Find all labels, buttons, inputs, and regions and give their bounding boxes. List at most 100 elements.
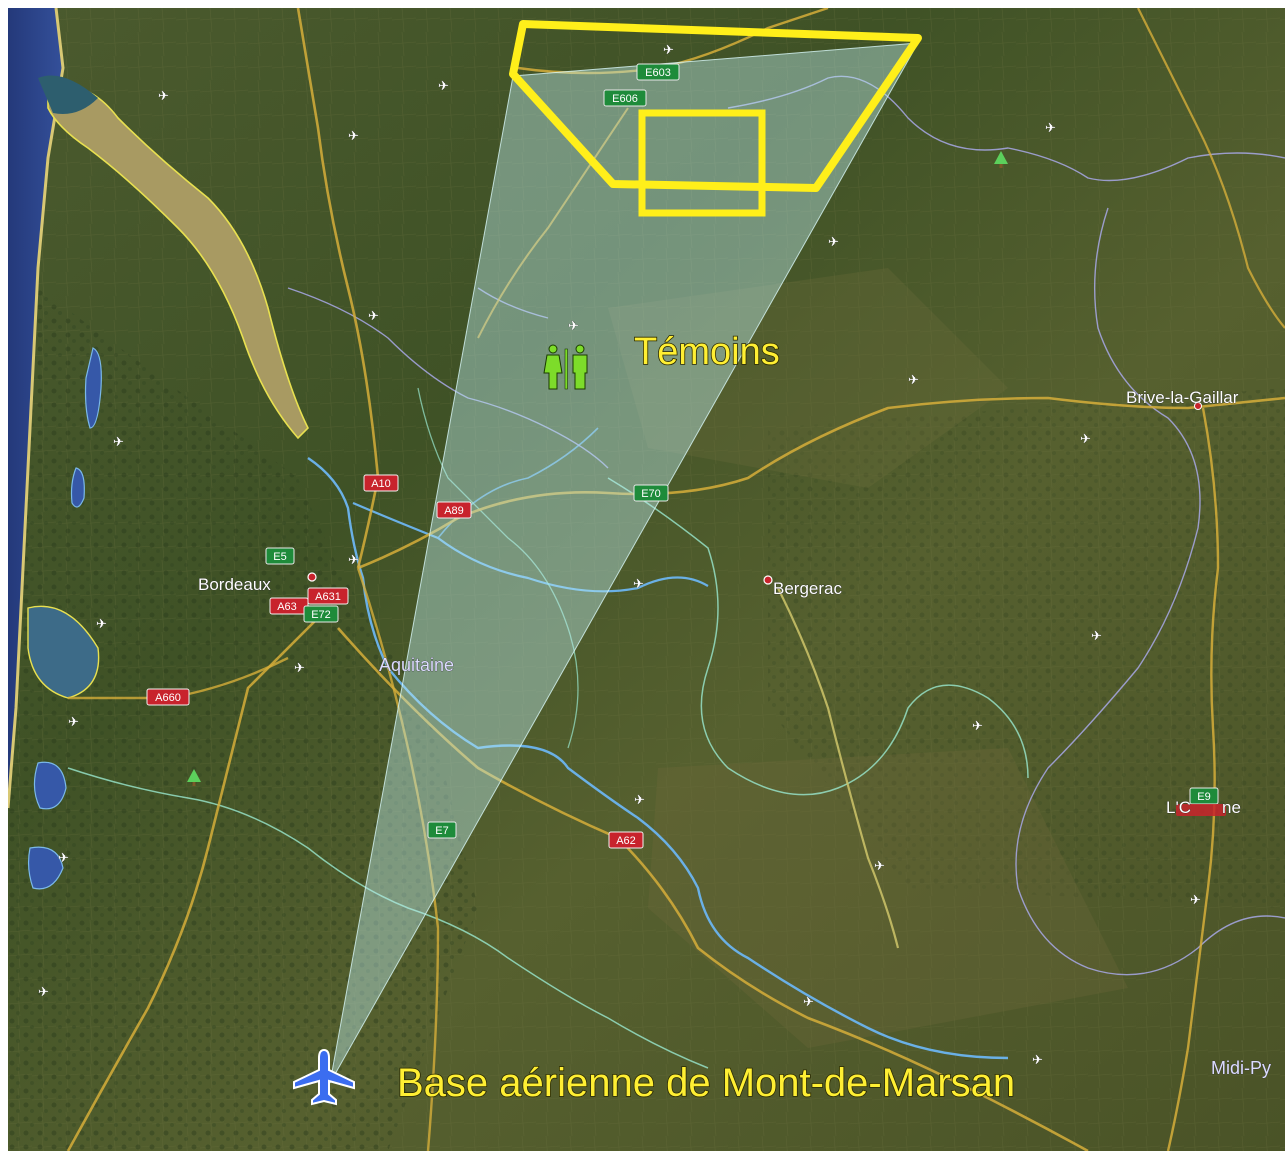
- road-shield-hidden-red: [1176, 804, 1226, 816]
- small-plane-icon[interactable]: ✈: [1091, 629, 1102, 644]
- dordogne-forest: [768, 388, 1285, 908]
- small-plane-icon[interactable]: ✈: [58, 851, 69, 866]
- base-label[interactable]: Base aérienne de Mont-de-Marsan: [396, 1060, 1016, 1106]
- region-label-aquitaine: Aquitaine: [379, 655, 454, 675]
- arcachon-basin: [27, 605, 100, 699]
- region-boundary-east: [1015, 207, 1285, 976]
- road-shield-label: E5: [273, 551, 286, 563]
- lake-parentis: [27, 846, 64, 890]
- dordogne-river: [352, 501, 709, 593]
- bergerac-city-dot[interactable]: [763, 575, 773, 585]
- small-plane-icon[interactable]: ✈: [158, 89, 169, 104]
- road-shield-e603[interactable]: E603: [636, 63, 680, 81]
- search-zone-inner[interactable]: [638, 109, 766, 217]
- small-plane-icon[interactable]: ✈: [96, 617, 107, 632]
- road-bergerac: [777, 587, 900, 949]
- small-plane-icon[interactable]: ✈: [68, 715, 79, 730]
- road-e603: [517, 8, 829, 75]
- department-boundary-gironde: [417, 387, 579, 749]
- small-plane-icon[interactable]: ✈: [663, 43, 674, 58]
- region-label-midi-pyrenees: Midi-Py: [1211, 1058, 1271, 1078]
- lake-cazaux: [33, 761, 67, 810]
- tree-icon[interactable]: [994, 151, 1008, 168]
- road-e7: [356, 567, 440, 1151]
- sighting-cone: [329, 42, 919, 1084]
- small-plane-icon[interactable]: ✈: [908, 373, 919, 388]
- road-shield-label: A63: [277, 601, 297, 613]
- small-plane-icon[interactable]: ✈: [1045, 121, 1056, 136]
- search-zone-outer[interactable]: [509, 20, 922, 192]
- road-shield-a10[interactable]: A10: [363, 474, 399, 492]
- road-shield-a631[interactable]: A631: [307, 587, 349, 605]
- road-a63-e5: [66, 607, 329, 1151]
- small-plane-icon[interactable]: ✈: [113, 435, 124, 450]
- road-shield-label: A62: [616, 835, 636, 847]
- witness-label[interactable]: Témoins: [633, 330, 780, 374]
- road-shield-label: E9: [1197, 791, 1210, 803]
- road-shield-a660[interactable]: A660: [146, 688, 190, 706]
- small-plane-icon[interactable]: ✈: [38, 985, 49, 1000]
- agricultural-area: [608, 268, 1008, 488]
- road-shield-label: A660: [155, 692, 181, 704]
- small-plane-icon[interactable]: ✈: [803, 995, 814, 1010]
- road-e606: [477, 107, 629, 339]
- road-shield-label: E603: [645, 67, 671, 79]
- road-shield-label: E606: [612, 93, 638, 105]
- road-shield-label: A631: [315, 591, 341, 603]
- small-plane-icon[interactable]: ✈: [1080, 432, 1091, 447]
- road-shield-label: A89: [444, 505, 464, 517]
- garonne-river: [307, 457, 1009, 1060]
- small-plane-icon[interactable]: ✈: [294, 661, 305, 676]
- department-boundary-dordogne: [607, 477, 1029, 796]
- road-shield-a62[interactable]: A62: [608, 831, 644, 849]
- small-plane-icon[interactable]: ✈: [368, 309, 379, 324]
- city-label-lazarche[interactable]: L'C: [1166, 798, 1192, 818]
- airfield-markers: ✈ ✈ ✈ ✈ ✈ ✈ ✈ ✈ ✈ ✈ ✈ ✈ ✈ ✈ ✈ ✈ ✈ ✈ ✈ ✈ …: [38, 43, 1201, 1068]
- road-shield-a89[interactable]: A89: [436, 501, 472, 519]
- brive-city-dot[interactable]: [1194, 402, 1202, 410]
- landes-forest: [8, 288, 478, 1151]
- road-shield-e606[interactable]: E606: [603, 89, 647, 107]
- small-plane-icon[interactable]: ✈: [634, 793, 645, 808]
- satellite-map[interactable]: ✈ ✈ ✈ ✈ ✈ ✈ ✈ ✈ ✈ ✈ ✈ ✈ ✈ ✈ ✈ ✈ ✈ ✈ ✈ ✈ …: [8, 8, 1285, 1151]
- small-plane-icon[interactable]: ✈: [972, 719, 983, 734]
- lake-lacanau: [70, 467, 85, 508]
- bordeaux-city-dot[interactable]: [307, 572, 317, 582]
- road-shield-label: A10: [371, 478, 391, 490]
- road-shield-e5[interactable]: E5: [265, 547, 295, 565]
- road-shield-e72[interactable]: E72: [303, 605, 339, 623]
- small-plane-icon[interactable]: ✈: [1190, 893, 1201, 908]
- small-plane-icon[interactable]: ✈: [828, 235, 839, 250]
- airplane-icon[interactable]: [293, 1048, 355, 1106]
- small-plane-icon[interactable]: ✈: [348, 129, 359, 144]
- road-shield-label: E70: [641, 488, 661, 500]
- city-label-lazarche-end[interactable]: ne: [1222, 798, 1242, 818]
- agricultural-area-south: [648, 748, 1128, 1048]
- small-plane-icon[interactable]: ✈: [348, 553, 359, 568]
- witness-people-icon[interactable]: [543, 344, 588, 390]
- small-plane-icon[interactable]: ✈: [1032, 1053, 1043, 1068]
- road-shield-a63[interactable]: A63: [269, 597, 309, 615]
- estuary-mouth: [38, 75, 98, 114]
- department-boundary-landes: [67, 767, 709, 1069]
- road-shield-e7[interactable]: E7: [427, 821, 457, 839]
- road-shield-e9[interactable]: E9: [1189, 787, 1219, 805]
- road-a89-e70: [357, 396, 1285, 570]
- road-a10: [296, 8, 380, 569]
- city-label-bergerac[interactable]: Bergerac: [773, 579, 843, 599]
- lake-hourtin: [84, 347, 102, 429]
- atlantic-ocean: [8, 8, 63, 808]
- road-northeast: [1137, 8, 1285, 329]
- small-plane-icon[interactable]: ✈: [438, 79, 449, 94]
- city-label-brive[interactable]: Brive-la-Gaillar: [1126, 388, 1239, 408]
- small-plane-icon[interactable]: ✈: [874, 859, 885, 874]
- city-label-bordeaux[interactable]: Bordeaux: [198, 575, 272, 595]
- region-boundary-north: [287, 75, 1285, 469]
- gironde-estuary: [47, 85, 309, 440]
- road-shield-label: E72: [311, 609, 331, 621]
- small-plane-icon[interactable]: ✈: [633, 577, 644, 592]
- road-shield-label: E7: [435, 825, 448, 837]
- tree-icon[interactable]: [187, 769, 201, 786]
- road-shield-e70[interactable]: E70: [633, 484, 669, 502]
- small-plane-icon[interactable]: ✈: [568, 319, 579, 334]
